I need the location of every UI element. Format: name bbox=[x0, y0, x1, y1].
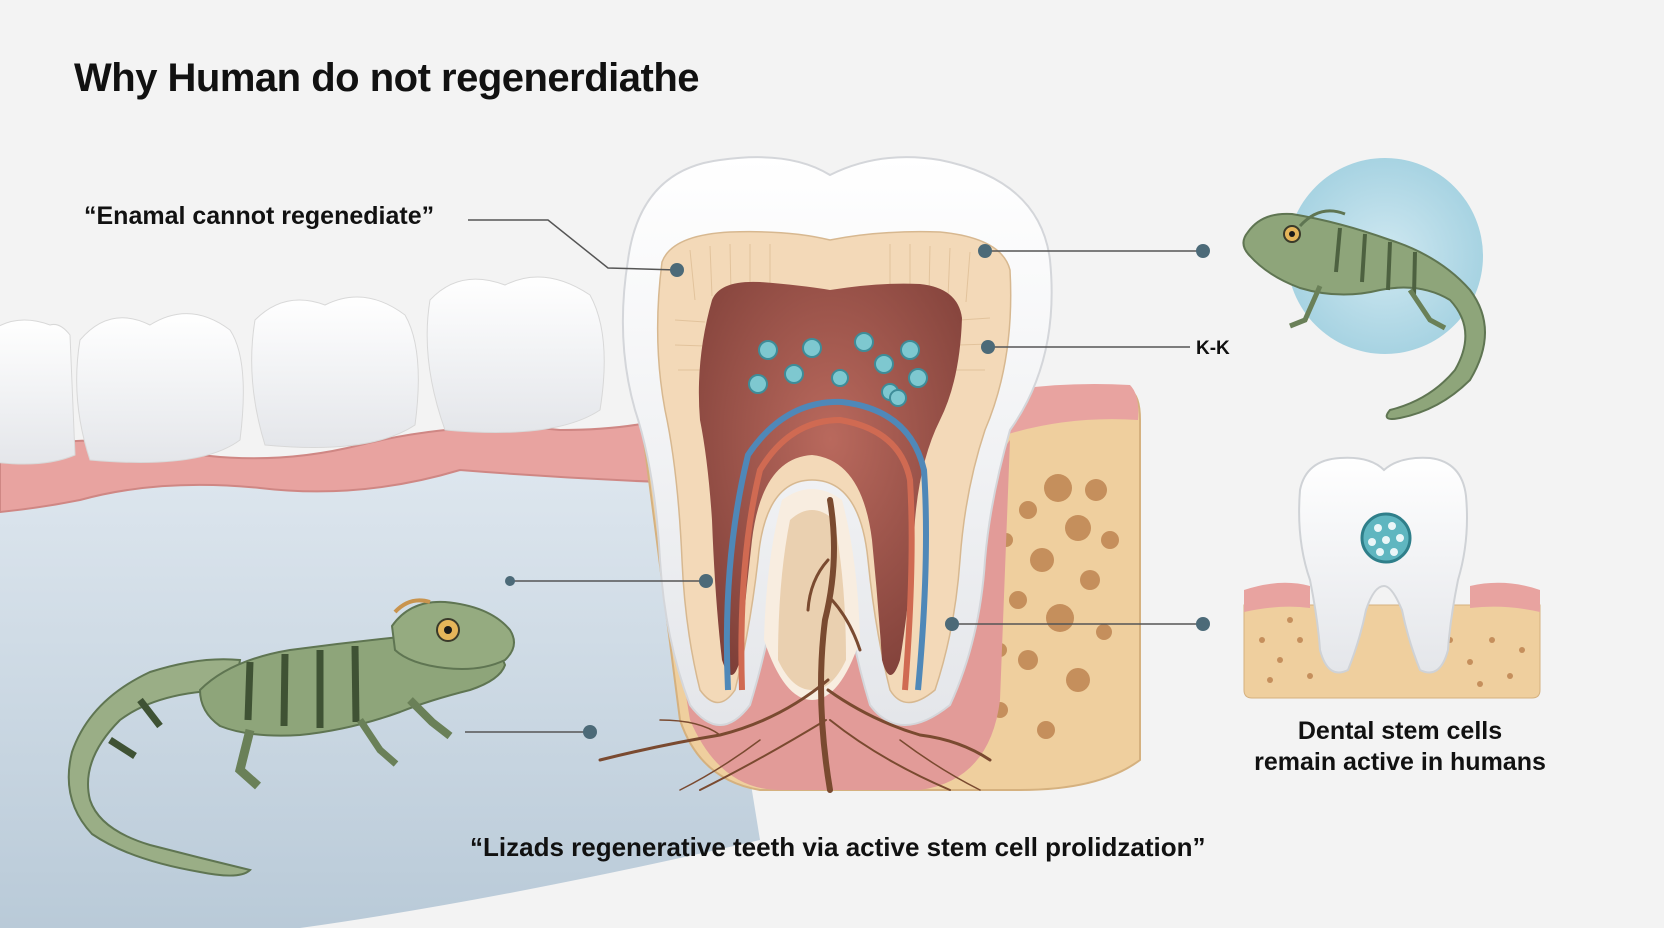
leader-dots bbox=[505, 244, 1210, 739]
panel-tooth bbox=[1298, 456, 1468, 674]
leader-lines bbox=[465, 219, 1203, 733]
stem-cell-tooth-panel bbox=[1243, 456, 1541, 699]
lizard-circle-panel bbox=[1242, 158, 1486, 420]
panel-gum bbox=[1244, 582, 1310, 612]
molar-4 bbox=[426, 276, 605, 433]
lizard-large-foreleg bbox=[407, 697, 453, 740]
caption-line-2: remain active in humans bbox=[1254, 748, 1546, 776]
molar-1 bbox=[0, 319, 76, 465]
pulp-stem-cells bbox=[748, 332, 928, 407]
molar-row bbox=[0, 276, 605, 465]
caption-line-1: Dental stem cells bbox=[1297, 717, 1503, 745]
lizard-large-crest bbox=[393, 598, 431, 614]
lizard-large-hindleg bbox=[234, 728, 261, 790]
lizard-large-pupil bbox=[444, 626, 452, 634]
blood-vessel-blue bbox=[723, 398, 929, 691]
molar-3 bbox=[251, 296, 419, 448]
lizard-large-foreleg-2 bbox=[357, 718, 399, 767]
lizard-small bbox=[1242, 209, 1486, 420]
lizard-large bbox=[67, 598, 515, 877]
label-lizard-regeneration: “Lizads regenerative teeth via active st… bbox=[470, 832, 1206, 862]
stem-cell-dots bbox=[1368, 522, 1404, 556]
blood-vessel-red bbox=[738, 416, 915, 691]
lizard-large-tail bbox=[67, 658, 252, 877]
bone-pores bbox=[992, 474, 1119, 739]
root-core bbox=[778, 510, 846, 690]
page-title: Why Human do not regenerdiathe bbox=[74, 56, 700, 100]
lizard-large-stripes bbox=[108, 645, 360, 759]
label-enamel: “Enamal cannot regenediate” bbox=[84, 202, 435, 230]
caption-dental-stem-cells: Dental stem cells remain active in human… bbox=[1240, 716, 1560, 778]
leader-enamel bbox=[468, 219, 678, 271]
tooth-cross-section bbox=[598, 156, 1053, 793]
molar-2 bbox=[76, 313, 244, 463]
label-kk: K-K bbox=[1196, 338, 1230, 359]
nerve-roots bbox=[598, 497, 992, 793]
panel-gum-right bbox=[1470, 582, 1540, 612]
